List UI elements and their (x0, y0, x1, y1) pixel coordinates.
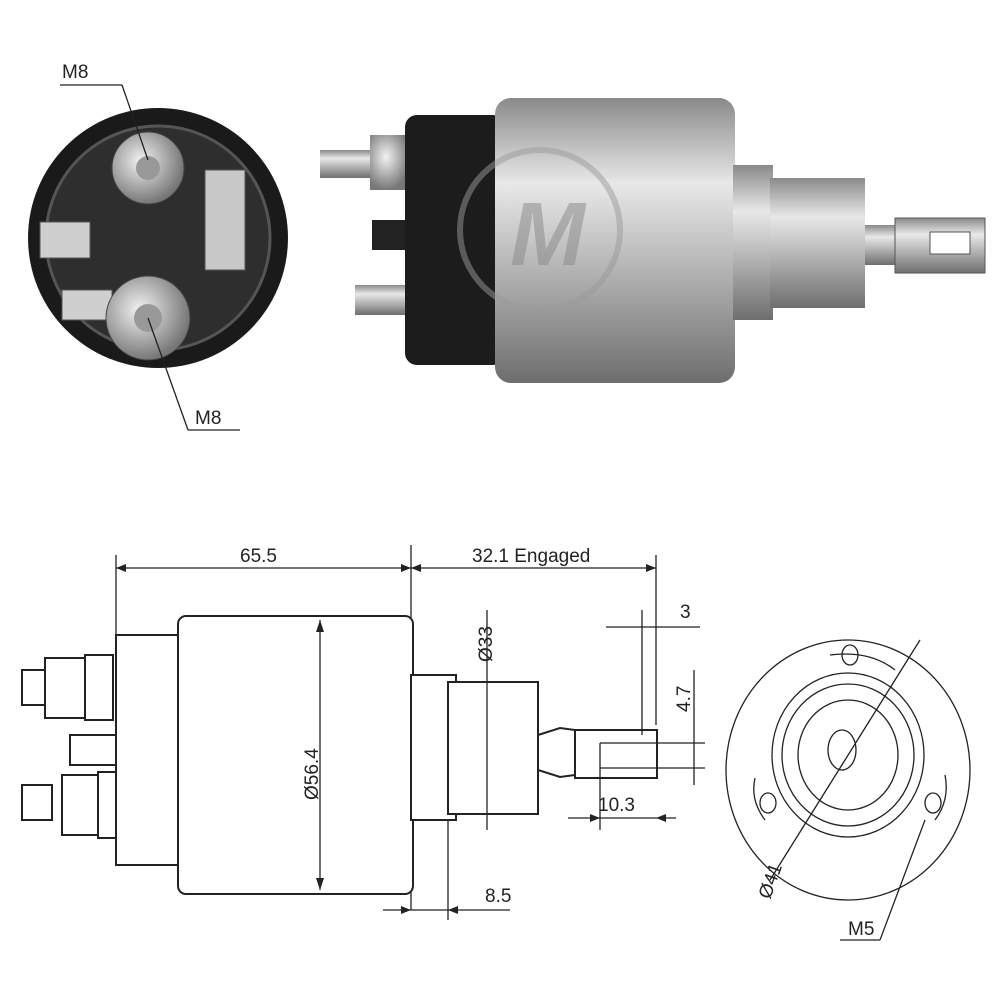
dim-m5: M5 (848, 919, 874, 940)
m8-bottom-label: M8 (195, 408, 221, 429)
dim-4-7: 4.7 (674, 686, 695, 712)
side-view-photo: M (320, 98, 986, 383)
watermark-logo: M (510, 185, 587, 285)
dim-41: Ø41 (755, 861, 787, 902)
dim-65-5: 65.5 (240, 546, 277, 567)
end-view-photo: M8 M8 (28, 62, 288, 431)
dim-8-5: 8.5 (485, 886, 511, 907)
dim-10-3: 10.3 (598, 795, 635, 816)
dim-3: 3 (680, 602, 691, 623)
dim-56-4: Ø56.4 (302, 748, 323, 800)
dim-33: Ø33 (476, 626, 497, 662)
dim-32-1-engaged: 32.1 Engaged (472, 546, 590, 567)
m8-top-label: M8 (62, 62, 88, 83)
side-drawing: 65.5 32.1 Engaged Ø56.4 Ø33 3 4.7 10.3 (21, 545, 705, 920)
front-drawing: Ø41 M5 (725, 639, 971, 941)
